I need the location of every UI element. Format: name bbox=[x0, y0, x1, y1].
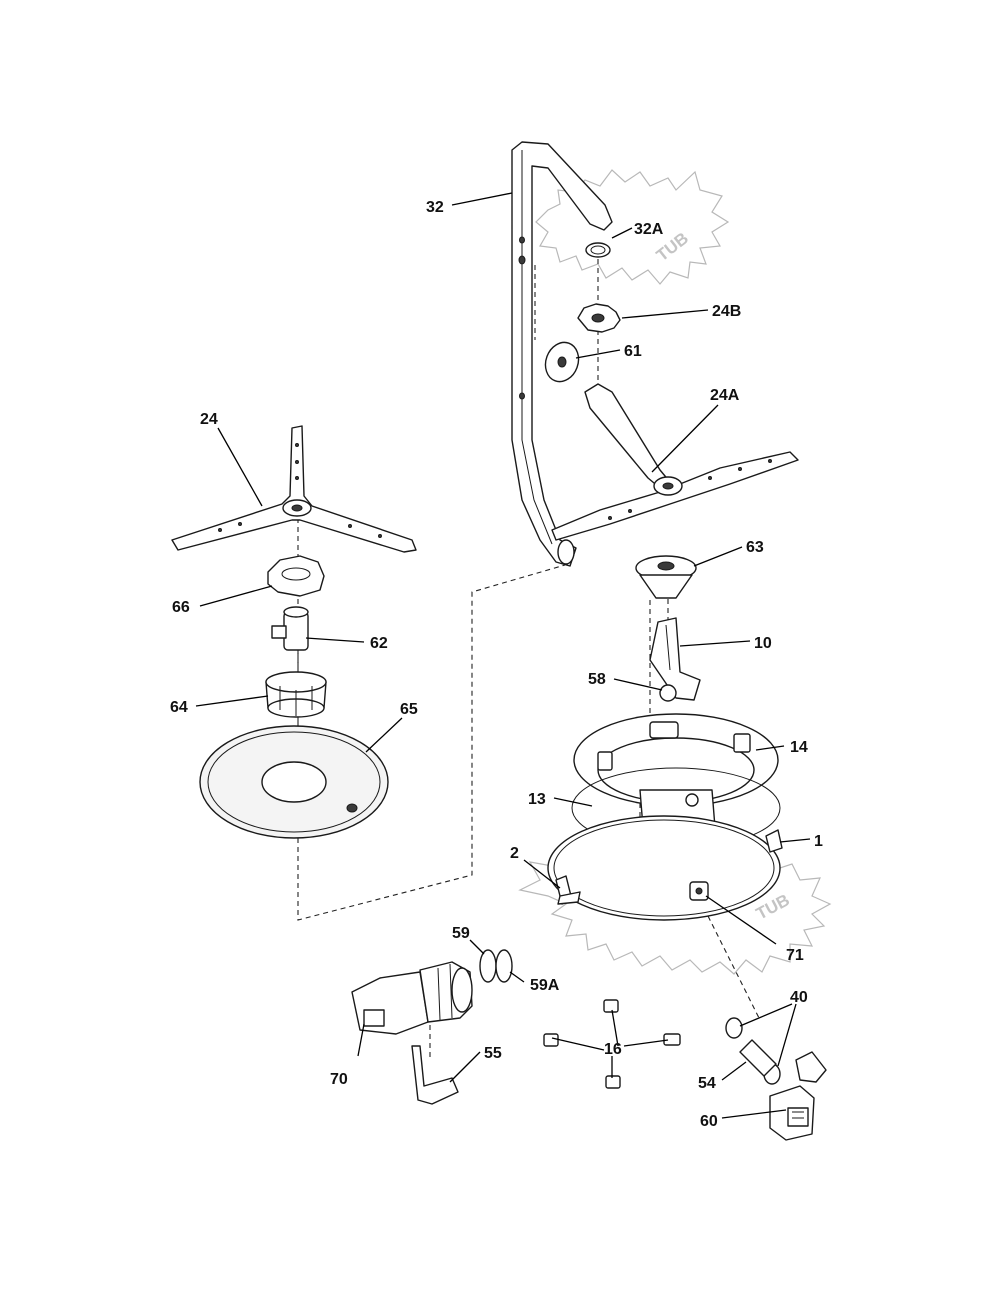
part-64-filter-cup bbox=[265, 671, 327, 718]
part-70-wash-motor bbox=[351, 961, 473, 1035]
part-60-drain-pump bbox=[769, 1051, 827, 1141]
part-59-orings bbox=[479, 949, 513, 983]
part-24A-upper-spray-arm bbox=[551, 383, 799, 541]
part-24-lower-spray-arm bbox=[171, 425, 417, 553]
callout-24B: 24B bbox=[712, 303, 741, 320]
callout-64: 64 bbox=[170, 699, 188, 716]
callout-54: 54 bbox=[698, 1075, 716, 1092]
callout-55: 55 bbox=[484, 1045, 502, 1062]
callout-70: 70 bbox=[330, 1071, 348, 1088]
callout-62: 62 bbox=[370, 635, 388, 652]
part-55-bracket bbox=[411, 1045, 459, 1105]
callout-71: 71 bbox=[786, 947, 804, 964]
part-58-ball bbox=[659, 684, 677, 702]
callout-59A: 59A bbox=[530, 977, 560, 994]
part-2-bracket bbox=[555, 875, 581, 905]
callout-65: 65 bbox=[400, 701, 418, 718]
part-54-hose bbox=[739, 1039, 777, 1077]
part-32A-ring bbox=[585, 242, 611, 258]
part-24B-nut bbox=[577, 303, 621, 333]
part-16-pads bbox=[543, 999, 681, 1089]
callout-32A: 32A bbox=[634, 221, 664, 238]
callout-58: 58 bbox=[588, 671, 606, 688]
callout-10: 10 bbox=[754, 635, 772, 652]
part-63-cap bbox=[635, 555, 697, 599]
callout-1: 1 bbox=[814, 833, 823, 850]
part-1-clamp-ring bbox=[547, 815, 783, 921]
callout-63: 63 bbox=[746, 539, 764, 556]
callout-2: 2 bbox=[510, 845, 519, 862]
callout-24A: 24A bbox=[710, 387, 740, 404]
part-10-tube bbox=[649, 617, 701, 701]
callout-59: 59 bbox=[452, 925, 470, 942]
part-66-gear bbox=[267, 555, 325, 597]
callout-14: 14 bbox=[790, 739, 808, 756]
callout-40: 40 bbox=[790, 989, 808, 1006]
leader-lines bbox=[195, 192, 811, 1119]
callout-13: 13 bbox=[528, 791, 546, 808]
part-61-washer bbox=[544, 341, 580, 383]
callout-60: 60 bbox=[700, 1113, 718, 1130]
callout-61: 61 bbox=[624, 343, 642, 360]
callout-24: 24 bbox=[200, 411, 218, 428]
part-65-filter-screen bbox=[199, 725, 389, 839]
callout-labels: 32 32A 24B 61 24A 24 66 62 64 65 63 10 5… bbox=[170, 199, 823, 1130]
callout-16: 16 bbox=[604, 1041, 622, 1058]
part-71-sensor bbox=[689, 881, 709, 901]
callout-66: 66 bbox=[172, 599, 190, 616]
callout-32: 32 bbox=[426, 199, 444, 216]
part-32-supply-tube bbox=[511, 141, 613, 567]
part-62-hub bbox=[271, 606, 309, 651]
